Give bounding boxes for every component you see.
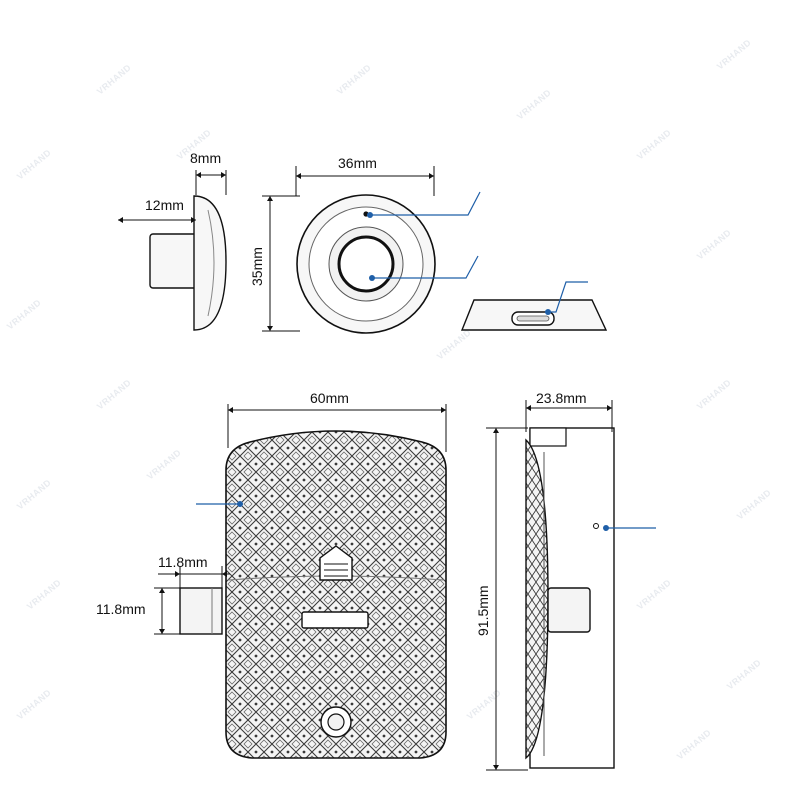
dim-front-height: 35mm [249, 247, 265, 286]
watermark-text: VRHAND [465, 687, 503, 721]
callout-sensor [372, 255, 479, 279]
watermark-text: VRHAND [715, 37, 753, 71]
dim-lock-depth: 23.8mm [536, 390, 587, 406]
dim-bolt-width: 11.8mm [158, 554, 208, 570]
watermark-text: VRHAND [95, 62, 133, 96]
watermark-text: VRHAND [15, 477, 53, 511]
callout-led-indicator [370, 191, 481, 216]
watermark-text: VRHAND [15, 147, 53, 181]
dim-lock-width: 60mm [310, 390, 349, 406]
arrow-button-icon [319, 545, 353, 581]
watermark-text: VRHAND [515, 87, 553, 121]
dim-lock-height: 91.5mm [475, 585, 491, 636]
dim-side-knob: 12mm [145, 197, 184, 213]
watermark-text: VRHAND [635, 577, 673, 611]
dim-bolt-height: 11.8mm [96, 601, 146, 617]
watermark-text: VRHAND [5, 297, 43, 331]
watermark-text: VRHAND [675, 727, 713, 761]
watermark-text: VRHAND [15, 687, 53, 721]
dim-front-width: 36mm [338, 155, 377, 171]
watermark-text: VRHAND [95, 377, 133, 411]
lock-front-view: 60mm 11.8mm 11.8mm [96, 390, 447, 759]
watermark-text: VRHAND [25, 577, 63, 611]
watermark-text: VRHAND [725, 657, 763, 691]
reader-bottom-view [460, 299, 608, 331]
watermark-text: VRHAND [335, 62, 373, 96]
dim-side-thickness: 8mm [190, 150, 221, 166]
watermark-text: VRHAND [735, 487, 773, 521]
watermark-text: VRHAND [695, 377, 733, 411]
lock-side-view: 23.8mm 91.5mm [475, 390, 615, 771]
callout-leaders [196, 191, 656, 531]
reader-front-view: 36mm 35mm [249, 155, 436, 334]
callout-usb-port [548, 281, 588, 313]
watermark-text: VRHAND [435, 327, 473, 361]
watermark-text: VRHAND [695, 227, 733, 261]
watermark-text: VRHAND [635, 127, 673, 161]
watermark-text: VRHAND [145, 447, 183, 481]
reader-side-view: 8mm 12mm [118, 150, 227, 331]
